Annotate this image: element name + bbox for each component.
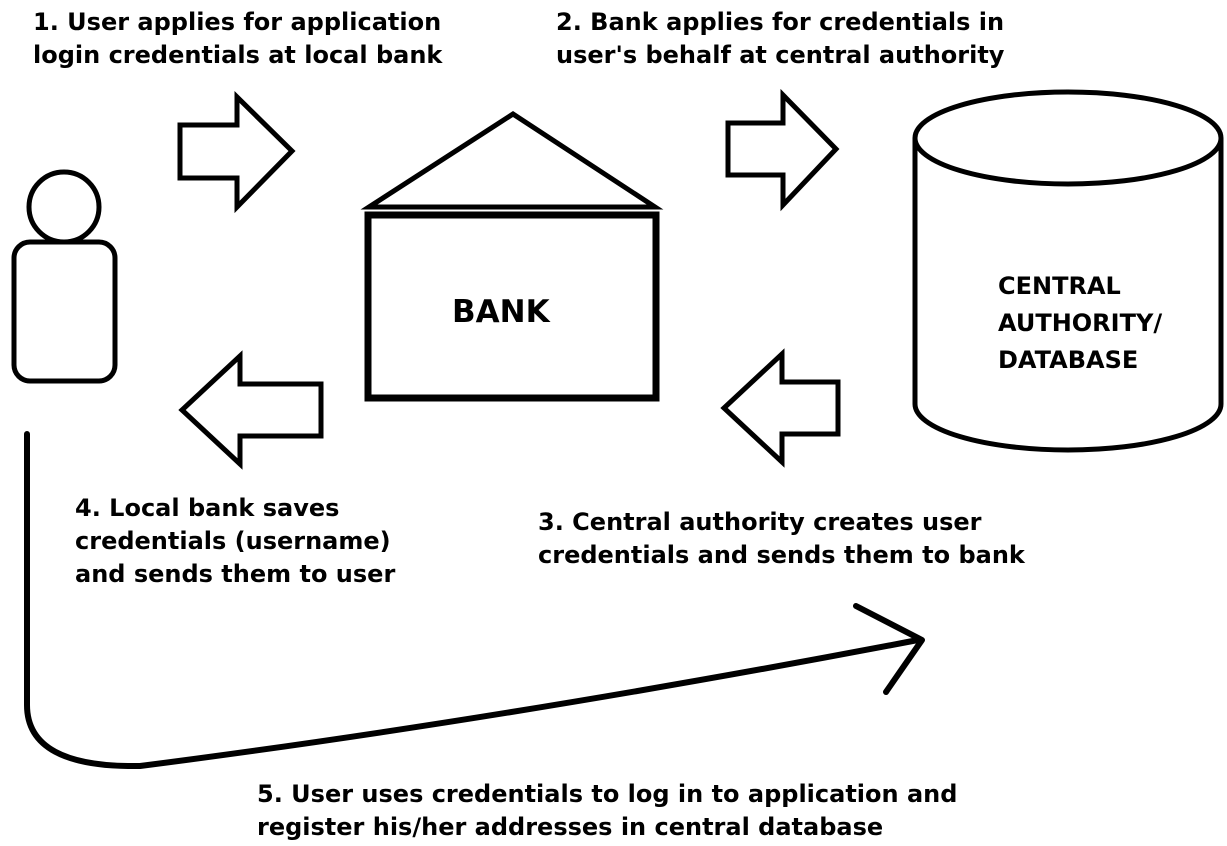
step-5-caption: 5. User uses credentials to log in to ap… bbox=[257, 778, 957, 844]
database-top bbox=[912, 89, 1224, 187]
database-cylinder-icon bbox=[912, 89, 1224, 453]
database-label-line-1: CENTRAL bbox=[998, 272, 1121, 300]
step-1-caption: 1. User applies for application login cr… bbox=[33, 6, 442, 72]
arrow-step-3-left bbox=[720, 348, 841, 468]
arrow-step-2-right bbox=[725, 88, 840, 212]
step-5-line-1: 5. User uses credentials to log in to ap… bbox=[257, 780, 958, 808]
arrow-step-5-curve bbox=[24, 431, 921, 770]
bank-roof bbox=[360, 111, 664, 210]
step-2-line-2: user's behalf at central authority bbox=[556, 41, 1005, 69]
step-3-line-2: credentials and sends them to bank bbox=[538, 541, 1025, 569]
step-2-line-1: 2. Bank applies for credentials in bbox=[556, 8, 1005, 36]
person-body bbox=[11, 239, 118, 384]
arrow-step-5-head bbox=[853, 603, 925, 695]
bank-building-icon bbox=[360, 111, 664, 402]
arrow-step-4-left bbox=[178, 350, 324, 470]
step-5-line-2: register his/her addresses in central da… bbox=[257, 813, 884, 841]
step-3-line-1: 3. Central authority creates user bbox=[538, 508, 982, 536]
step-3-caption: 3. Central authority creates user creden… bbox=[538, 506, 1025, 572]
step-1-line-1: 1. User applies for application bbox=[33, 8, 442, 36]
step-4-line-2: credentials (username) bbox=[75, 527, 391, 555]
person-icon bbox=[11, 169, 118, 384]
step-2-caption: 2. Bank applies for credentials in user'… bbox=[556, 6, 1004, 72]
step-4-line-3: and sends them to user bbox=[75, 560, 396, 588]
database-label-line-2: AUTHORITY/ bbox=[998, 309, 1163, 337]
arrow-step-1-right bbox=[177, 91, 296, 214]
step-4-line-1: 4. Local bank saves bbox=[75, 494, 340, 522]
step-4-caption: 4. Local bank saves credentials (usernam… bbox=[75, 492, 395, 591]
bank-label: BANK bbox=[452, 294, 550, 330]
person-head bbox=[26, 169, 102, 245]
step-1-line-2: login credentials at local bank bbox=[33, 41, 443, 69]
database-side bbox=[912, 138, 1224, 453]
database-label-line-3: DATABASE bbox=[998, 346, 1139, 374]
bank-box bbox=[364, 211, 660, 402]
database-label: CENTRAL AUTHORITY/ DATABASE bbox=[998, 268, 1162, 379]
